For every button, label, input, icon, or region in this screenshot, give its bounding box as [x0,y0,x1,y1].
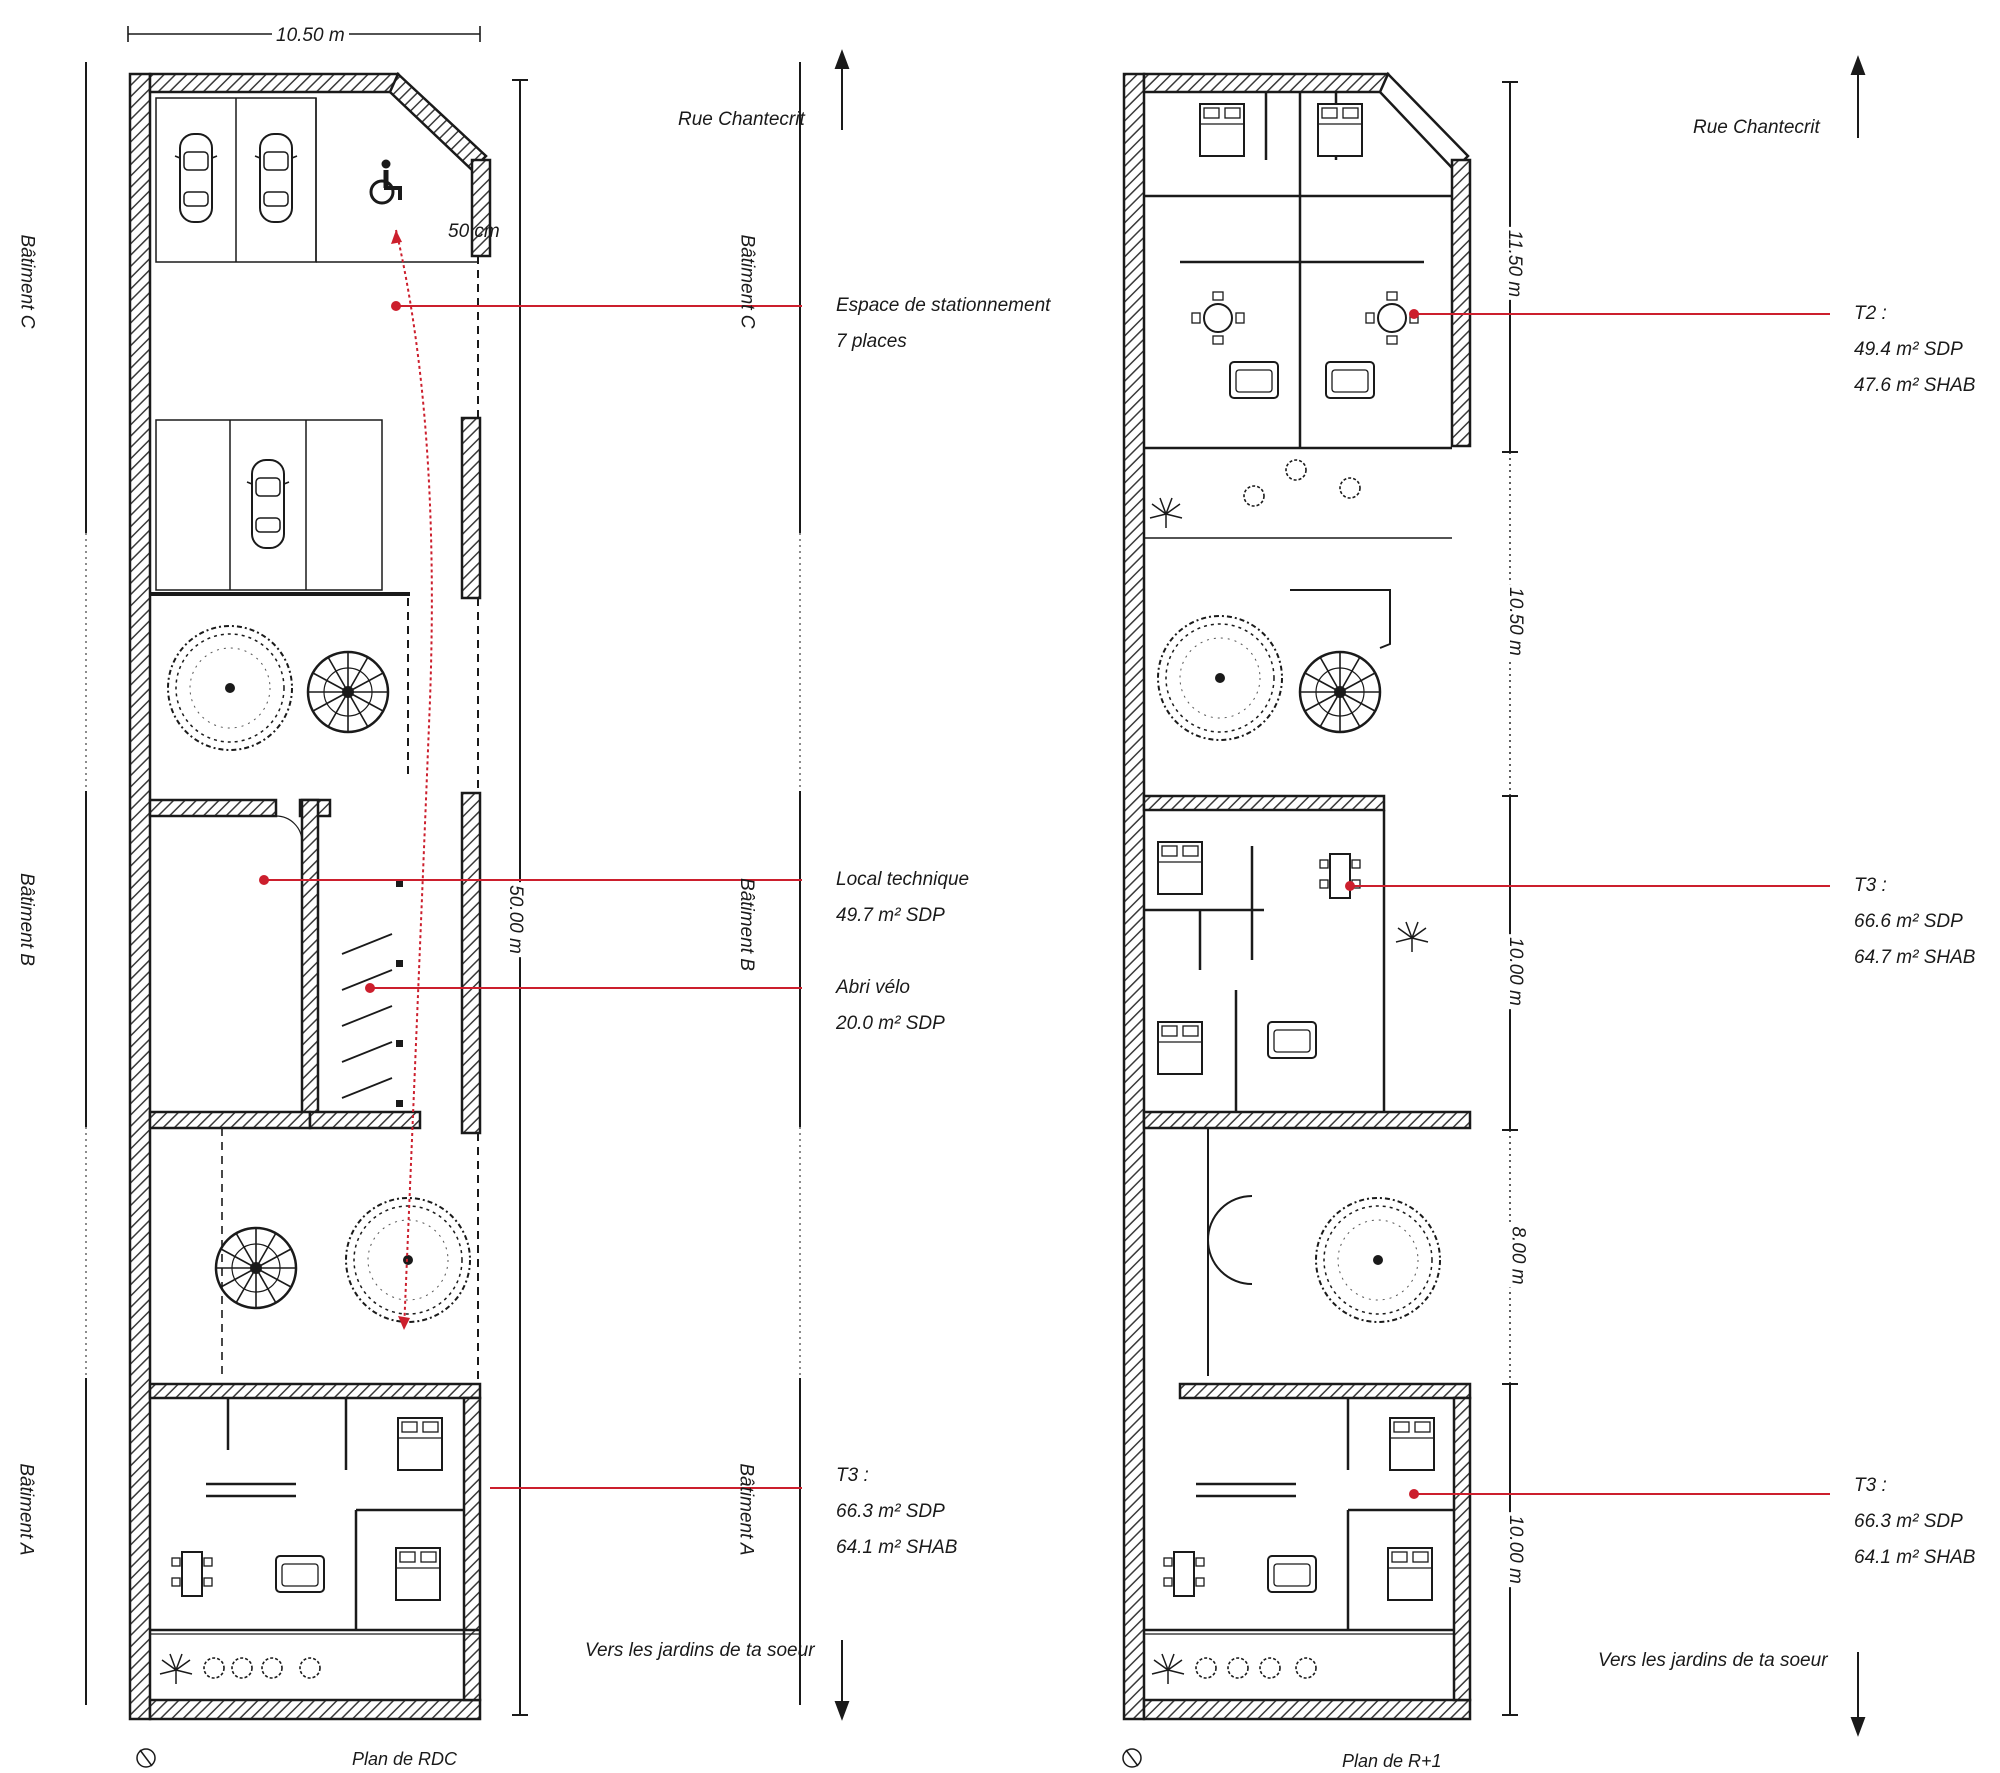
building-a-r1 [1144,1382,1472,1702]
walls-r1 [1122,71,1472,1721]
bike-sdp: 20.0 m² SDP [836,1013,945,1034]
dim-seg-c: 11.50 m [1504,226,1525,301]
parking-name: Espace de stationnement [836,295,1051,316]
building-a-label-outer: Bâtiment A [15,1463,37,1556]
t3-b-name: T3 : [1854,875,1887,896]
dim-clearance-label: 50 cm [448,221,500,242]
annotation-t3-a: T3 : 66.3 m² SDP 64.1 m² SHAB [1854,1476,1975,1584]
building-b-label-inner: Bâtiment B [735,878,757,971]
dim-width-label: 10.50 m [272,26,349,45]
building-c-label-inner: Bâtiment C [736,234,758,329]
compass-icon-r1 [1122,1748,1142,1768]
street-north-r1: Rue Chantecrit [1693,117,1820,138]
dim-total-label: 50.00 m [505,882,526,957]
courtyard-r1 [1290,589,1391,649]
annotation-parking: Espace de stationnement 7 places [836,296,1050,368]
street-north-rdc: Rue Chantecrit [678,109,805,130]
technique-sdp: 49.7 m² SDP [836,905,945,926]
plan-title-r1: Plan de R+1 [1342,1751,1442,1771]
building-b-label-outer: Bâtiment B [15,873,37,966]
dimension-chain-r1 [1502,81,1518,1716]
parking-area [150,97,478,596]
t2-name: T2 : [1854,303,1887,324]
accessibility-path [395,229,433,1331]
leaders-rdc [264,305,802,1489]
t3-a-name: T3 : [1854,1475,1887,1496]
dim-seg-garden: 8.00 m [1508,1223,1529,1288]
walls-rdc [128,71,492,1721]
t3-a-sdp: 66.3 m² SDP [1854,1511,1963,1532]
street-south-rdc: Vers les jardins de ta soeur [585,1640,815,1661]
plan-title-rdc: Plan de RDC [352,1749,458,1769]
annotation-t2: T2 : 49.4 m² SDP 47.6 m² SHAB [1854,304,1975,412]
dim-seg-courtyard: 10.50 m [1505,584,1526,659]
building-a-rdc [148,1382,482,1702]
t3-rdc-shab: 64.1 m² SHAB [836,1537,958,1558]
half-stair [1207,1195,1253,1285]
annotation-t3-rdc: T3 : 66.3 m² SDP 64.1 m² SHAB [836,1466,957,1574]
annotation-technique: Local technique 49.7 m² SDP [836,870,969,942]
bicycle-icon [341,933,393,1099]
street-south-r1: Vers les jardins de ta soeur [1598,1650,1828,1671]
t3-rdc-name: T3 : [836,1465,869,1486]
compass-icon [136,1748,156,1768]
t2-sdp: 49.4 m² SDP [1854,339,1963,360]
leaders-r1 [1350,313,1830,1495]
t3-b-sdp: 66.6 m² SDP [1854,911,1963,932]
dim-seg-a: 10.00 m [1505,1512,1526,1587]
t3-building-b [1142,794,1472,1130]
wheelchair-icon [369,159,402,205]
dim-seg-b: 10.00 m [1505,934,1526,1009]
bike-name: Abri vélo [836,977,910,998]
annotation-bike: Abri vélo 20.0 m² SDP [836,978,945,1050]
t3-a-shab: 64.1 m² SHAB [1854,1547,1976,1568]
parking-detail: 7 places [836,331,907,352]
north-arrow-icon [834,49,850,1721]
north-arrow-icon-r1 [1850,55,1866,1737]
local-technique-walls [148,798,422,1130]
t3-b-shab: 64.7 m² SHAB [1854,947,1976,968]
t2-shab: 47.6 m² SHAB [1854,375,1976,396]
technique-name: Local technique [836,869,970,890]
annotation-t3-b: T3 : 66.6 m² SDP 64.7 m² SHAB [1854,876,1975,984]
building-a-label-inner: Bâtiment A [735,1463,757,1556]
t3-rdc-sdp: 66.3 m² SDP [836,1501,945,1522]
building-bands-left [85,62,801,1705]
building-c-label-outer: Bâtiment C [16,234,38,329]
